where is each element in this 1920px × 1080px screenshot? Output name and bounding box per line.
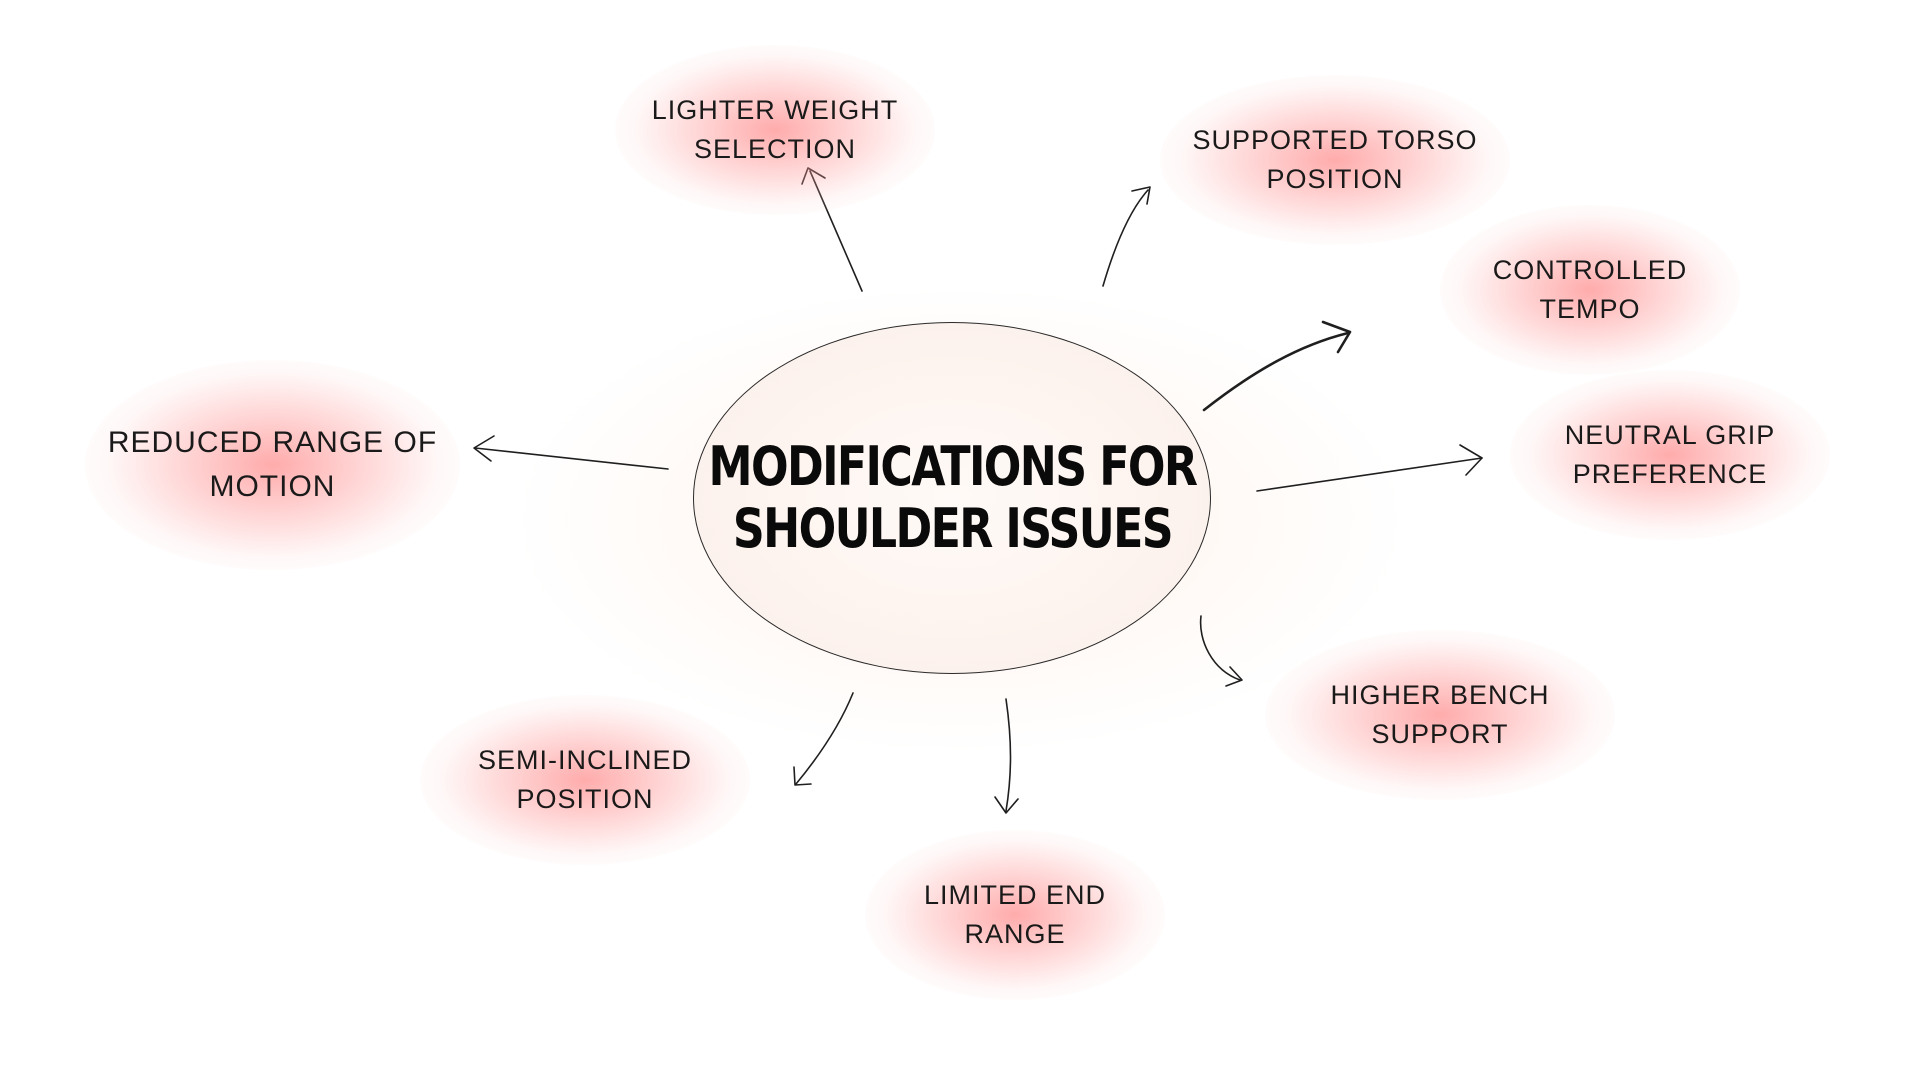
branch-label: HIGHER BENCH SUPPORT: [1330, 676, 1549, 754]
branch-label-line-1: CONTROLLED: [1492, 255, 1688, 285]
branch-label: CONTROLLED TEMPO: [1493, 251, 1688, 329]
branch-label-line-2: SELECTION: [693, 134, 857, 164]
branch-node-lighter-weight: LIGHTER WEIGHT SELECTION: [615, 45, 935, 215]
arrowhead-grip: [1459, 444, 1483, 476]
branch-label-line-2: PREFERENCE: [1572, 459, 1768, 489]
branch-node-controlled-tempo: CONTROLLED TEMPO: [1440, 205, 1740, 375]
arrow-semi: [795, 692, 854, 785]
branch-label: SEMI-INCLINED POSITION: [478, 741, 692, 819]
branch-node-limited-end-range: LIMITED END RANGE: [865, 830, 1165, 1000]
arrow-tempo: [1202, 331, 1350, 412]
central-topic-line-2: SHOULDER ISSUES: [732, 497, 1173, 560]
branch-label-line-2: RANGE: [964, 919, 1066, 949]
arrow-grip: [1256, 457, 1483, 492]
branch-label-line-1: NEUTRAL GRIP: [1564, 420, 1776, 450]
branch-label-line-2: TEMPO: [1539, 294, 1641, 324]
branch-node-higher-bench: HIGHER BENCH SUPPORT: [1265, 630, 1615, 800]
branch-node-semi-inclined: SEMI-INCLINED POSITION: [420, 695, 750, 865]
central-topic-title: MODIFICATIONS FOR SHOULDER ISSUES: [708, 435, 1197, 560]
arrowhead-endrange: [994, 796, 1019, 814]
arrow-endrange: [1005, 698, 1012, 812]
arrowhead-torso: [1131, 186, 1151, 205]
branch-label-line-1: HIGHER BENCH: [1330, 680, 1550, 710]
central-topic-line-1: MODIFICATIONS FOR: [708, 435, 1197, 498]
branch-label-line-1: SUPPORTED TORSO: [1192, 125, 1478, 155]
branch-node-reduced-range-of-motion: REDUCED RANGE OF MOTION: [85, 360, 460, 570]
branch-label: NEUTRAL GRIP PREFERENCE: [1565, 416, 1776, 494]
arrow-rom: [474, 447, 669, 470]
branch-label-line-2: SUPPORT: [1371, 719, 1509, 749]
arrowhead-semi: [793, 766, 812, 786]
arrowhead-rom: [473, 435, 495, 462]
branch-label: LIMITED END RANGE: [924, 876, 1106, 954]
branch-label-line-2: MOTION: [209, 470, 336, 503]
branch-label: SUPPORTED TORSO POSITION: [1192, 121, 1477, 199]
branch-label-line-2: POSITION: [516, 784, 654, 814]
arrowhead-bench: [1225, 666, 1243, 687]
branch-label-line-1: REDUCED RANGE OF: [107, 426, 438, 459]
central-topic-node: MODIFICATIONS FOR SHOULDER ISSUES: [693, 322, 1211, 674]
branch-label-line-1: LIMITED END: [923, 880, 1107, 910]
arrowhead-tempo: [1321, 320, 1352, 354]
branch-node-neutral-grip: NEUTRAL GRIP PREFERENCE: [1510, 370, 1830, 540]
branch-label: LIGHTER WEIGHT SELECTION: [652, 91, 899, 169]
branch-node-supported-torso: SUPPORTED TORSO POSITION: [1160, 75, 1510, 245]
arrow-torso: [1102, 189, 1149, 287]
branch-label-line-1: LIGHTER WEIGHT: [651, 95, 899, 125]
arrow-bench: [1199, 615, 1241, 681]
branch-label-line-2: POSITION: [1266, 164, 1404, 194]
branch-label-line-1: SEMI-INCLINED: [477, 745, 693, 775]
branch-label: REDUCED RANGE OF MOTION: [108, 421, 437, 509]
